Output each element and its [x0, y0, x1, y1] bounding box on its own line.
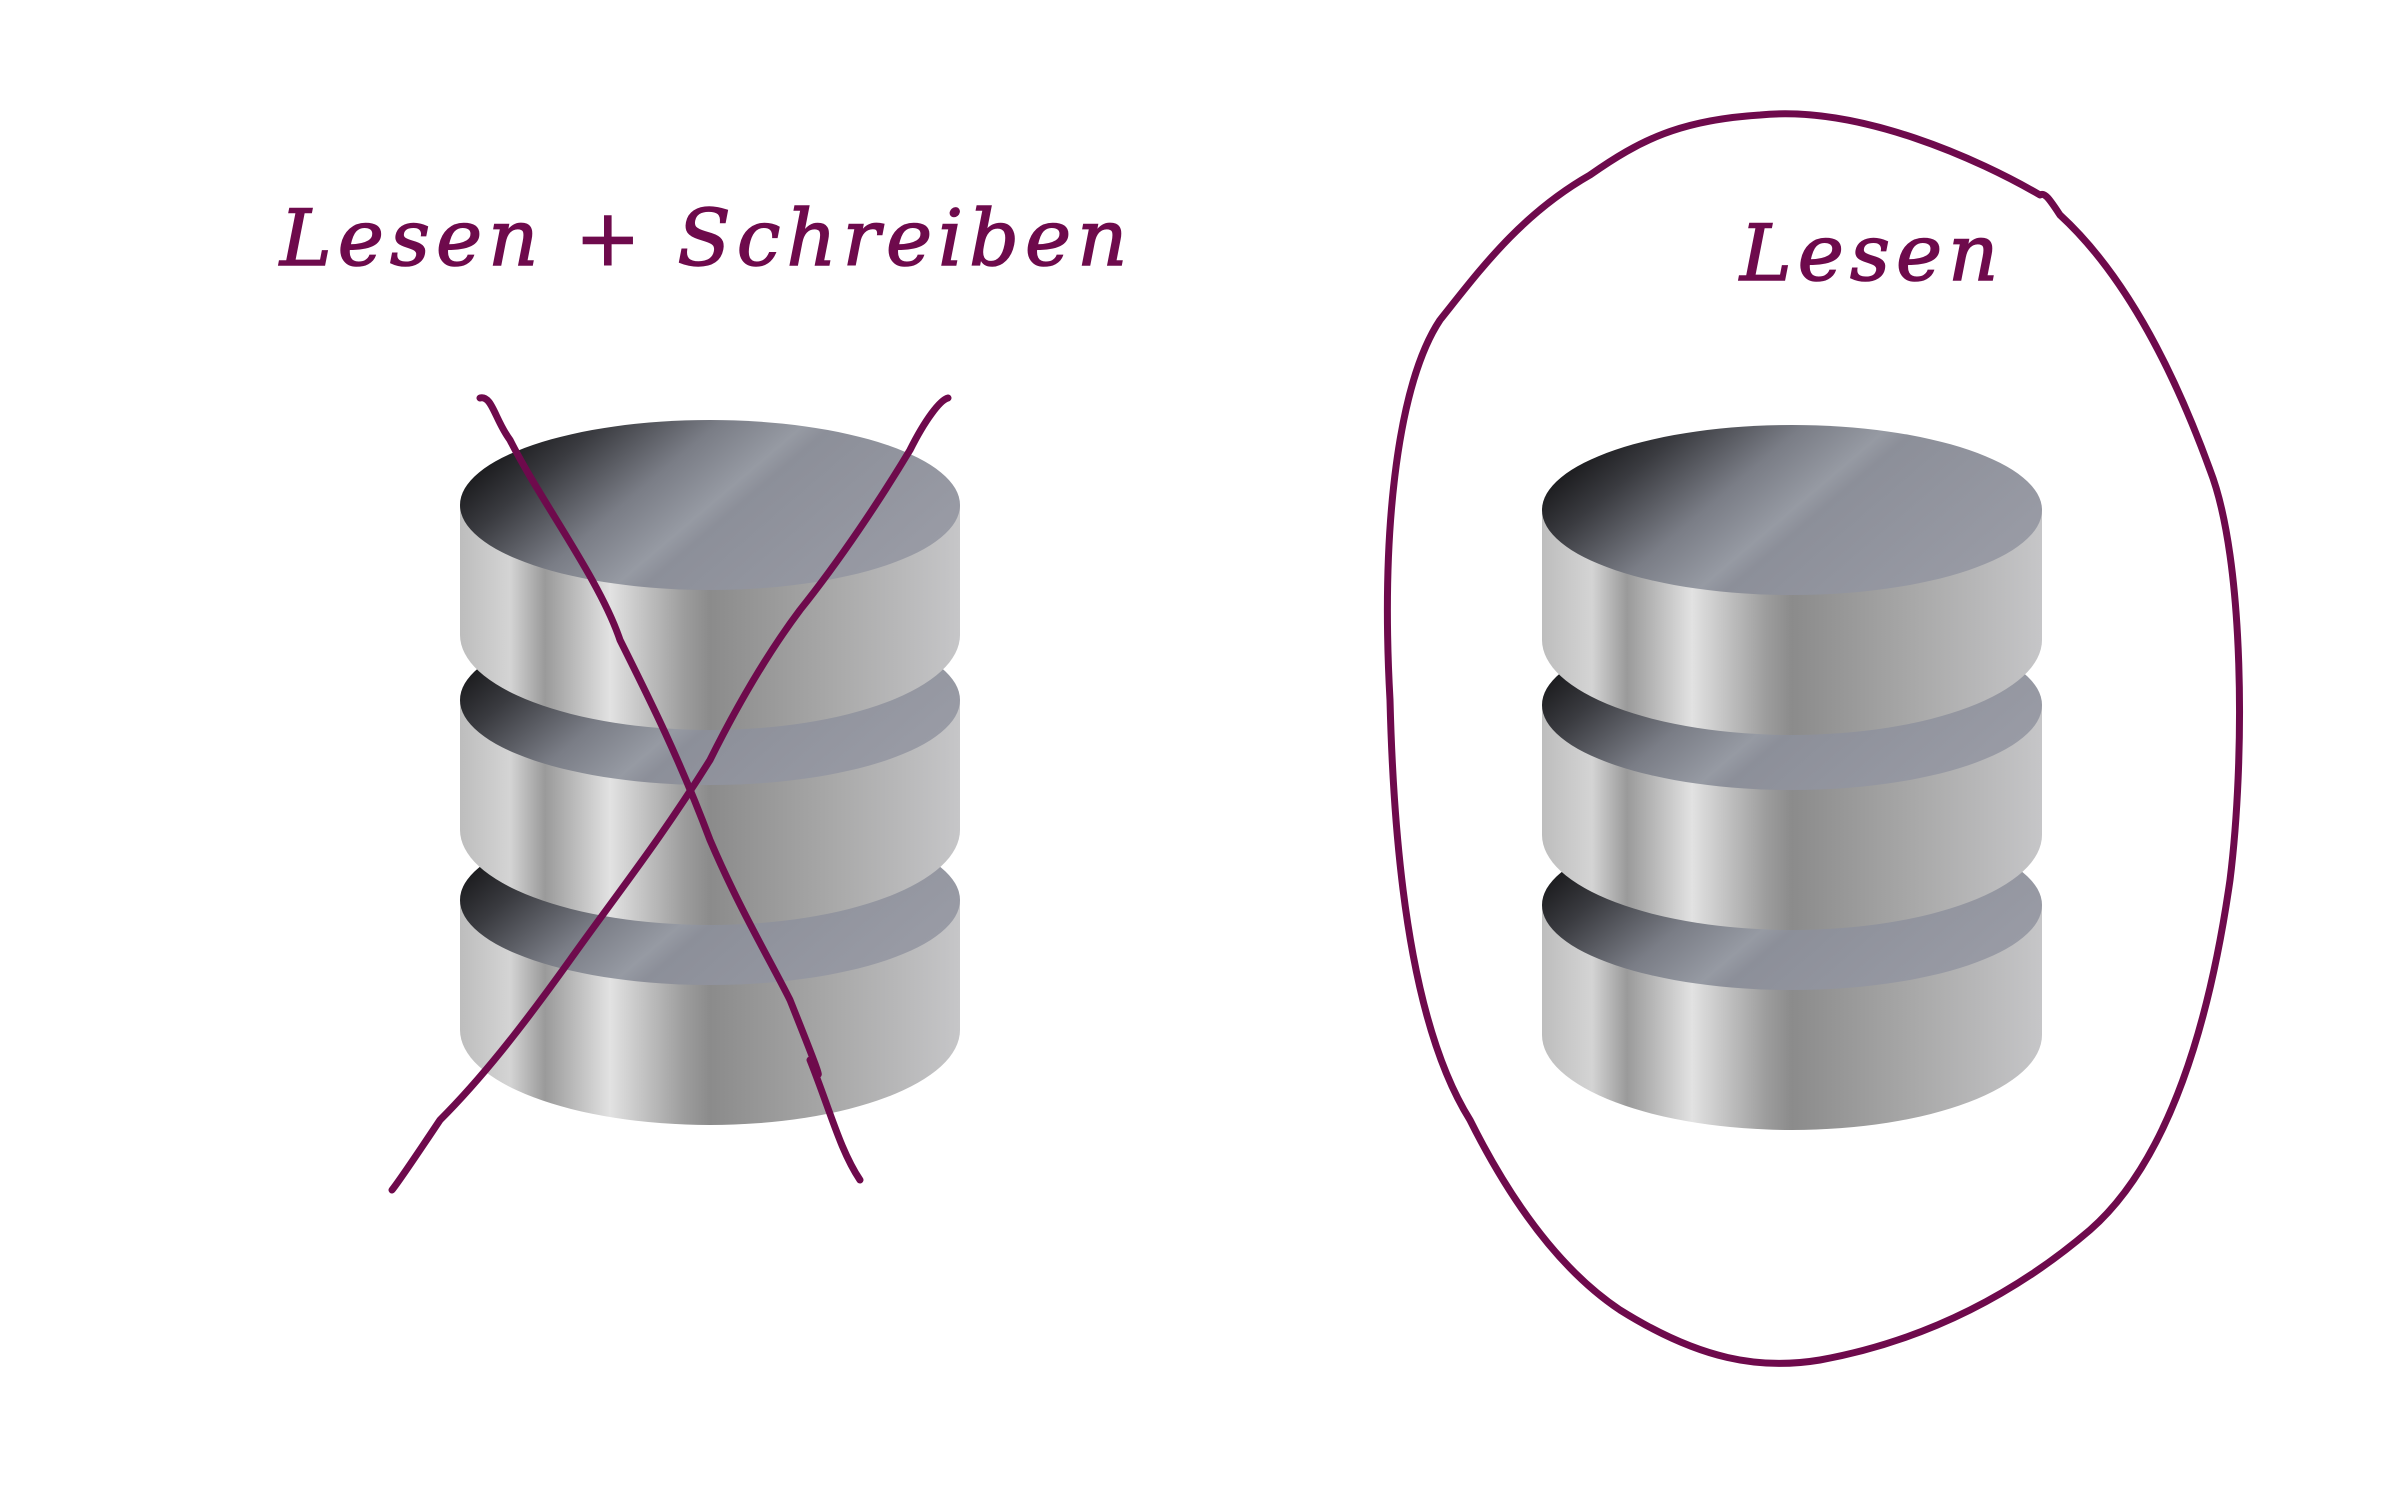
database-icon	[460, 420, 960, 1125]
label-right: Lesen	[1738, 209, 2004, 299]
cross-out-mark	[388, 394, 952, 1194]
database-icon	[1542, 425, 2042, 1130]
circle-mark	[1383, 110, 2244, 1367]
label-left: Lesen + Schreiben	[278, 194, 1133, 284]
